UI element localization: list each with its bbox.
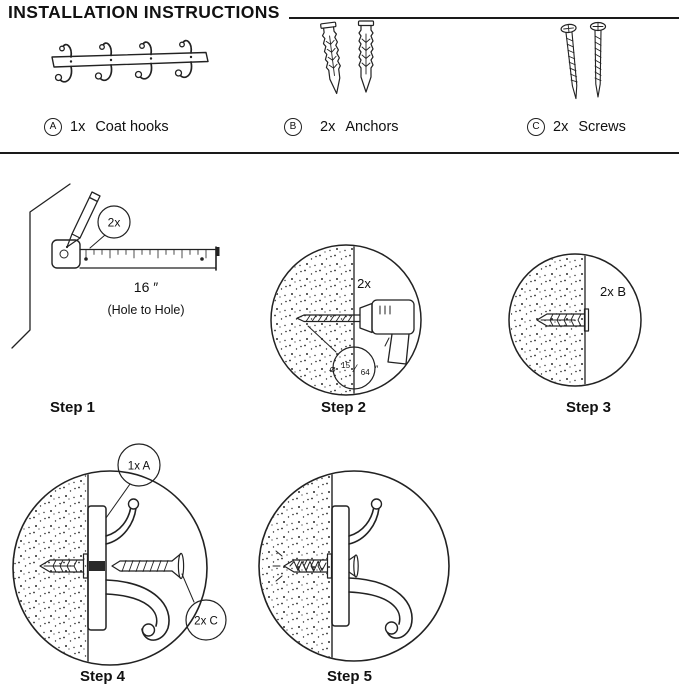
- callout-hook-a: 1x A: [105, 443, 161, 519]
- coat-hooks-illustration: [51, 39, 209, 83]
- step-circle: [270, 244, 422, 396]
- screws-illustration: [560, 21, 607, 100]
- callout-qty-label: 2x: [108, 216, 121, 230]
- step1-caption: Step 1: [50, 399, 96, 416]
- step-circle: [12, 470, 208, 666]
- callout-c-label: 2x C: [194, 616, 218, 628]
- plate-hole: [89, 561, 105, 571]
- step4-illustration: 1x A 2x C: [12, 443, 227, 666]
- pencil-icon: [65, 191, 101, 249]
- page-title: INSTALLATION INSTRUCTIONS: [8, 2, 280, 22]
- part-label-coat-hooks: A 1x Coat hooks: [44, 118, 169, 136]
- callout-screw-c: 2x C: [181, 573, 227, 641]
- part-letter-badge: C: [527, 118, 545, 136]
- title-rule: [289, 17, 679, 19]
- drill-icon: [359, 299, 415, 365]
- step1-illustration: 2x 16 ″ (Hole to Hole): [11, 183, 220, 349]
- part-qty: 2x: [320, 119, 336, 135]
- step5-caption: Step 5: [327, 668, 373, 685]
- svg-text:⌀ 15 ⁄: ⌀ 15 ⁄ 64 ″: [330, 355, 380, 379]
- tape-measure-icon: [51, 239, 220, 271]
- anchor-icon: [272, 550, 333, 582]
- qty-label: 2x B: [600, 284, 626, 299]
- step2-caption: Step 2: [321, 399, 367, 416]
- callout-a-label: 1x A: [128, 461, 151, 473]
- dia-slash: ⁄: [352, 363, 359, 375]
- hook-icon: [54, 39, 193, 83]
- hook-backplate: [87, 505, 107, 631]
- hole-mark-left: [84, 257, 88, 261]
- drill-bit-icon: [296, 314, 361, 323]
- anchor-icon: [357, 20, 375, 93]
- screw-thread-engaged: [289, 561, 327, 571]
- screw-head-icon: [348, 554, 359, 578]
- dia-unit: ″: [375, 364, 379, 374]
- part-label-anchors: B 2x Anchors: [284, 118, 399, 136]
- hook-icon: [105, 498, 170, 641]
- screw-icon: [560, 23, 585, 100]
- hole-mark-right: [200, 257, 204, 261]
- screw-icon: [111, 552, 185, 580]
- step5-illustration: [258, 470, 450, 662]
- part-qty: 1x: [70, 119, 86, 135]
- wall-corner: [11, 183, 71, 349]
- part-label-screws: C 2x Screws: [527, 118, 626, 136]
- wall-cross-section: [14, 472, 89, 664]
- qty-label: 2x: [357, 276, 371, 291]
- part-letter-badge: A: [44, 118, 62, 136]
- dia-symbol: ⌀: [330, 364, 336, 375]
- dimension-note: (Hole to Hole): [107, 303, 184, 317]
- step4-caption: Step 4: [80, 668, 126, 685]
- hook-icon: [348, 498, 413, 639]
- part-letter-badge: B: [284, 118, 302, 136]
- anchor-icon: [319, 21, 345, 95]
- screw-icon: [589, 21, 607, 98]
- dia-denominator: 64: [361, 368, 370, 377]
- expansion-lines: [272, 550, 283, 582]
- anchors-illustration: [319, 20, 375, 95]
- part-name: Screws: [578, 119, 626, 135]
- step-circle: [508, 253, 642, 387]
- part-name: Anchors: [345, 119, 399, 135]
- callout-mark-twice: 2x: [89, 205, 131, 249]
- part-qty: 2x: [553, 119, 569, 135]
- dia-numerator: 15: [341, 361, 350, 370]
- callout-drill-diameter: ⌀ 15 ⁄ 64 ″: [307, 325, 380, 390]
- section-divider: [0, 152, 679, 154]
- step3-caption: Step 3: [566, 399, 612, 416]
- dimension-label: 16 ″: [134, 279, 158, 295]
- hook-rail: [51, 51, 209, 68]
- step2-illustration: 2x ⌀ 15 ⁄ 64 ″: [270, 244, 422, 396]
- anchor-icon: [536, 308, 590, 332]
- part-name: Coat hooks: [95, 119, 169, 135]
- step-circle: [258, 470, 450, 662]
- hook-backplate: [331, 505, 350, 627]
- step3-illustration: 2x B: [508, 253, 642, 387]
